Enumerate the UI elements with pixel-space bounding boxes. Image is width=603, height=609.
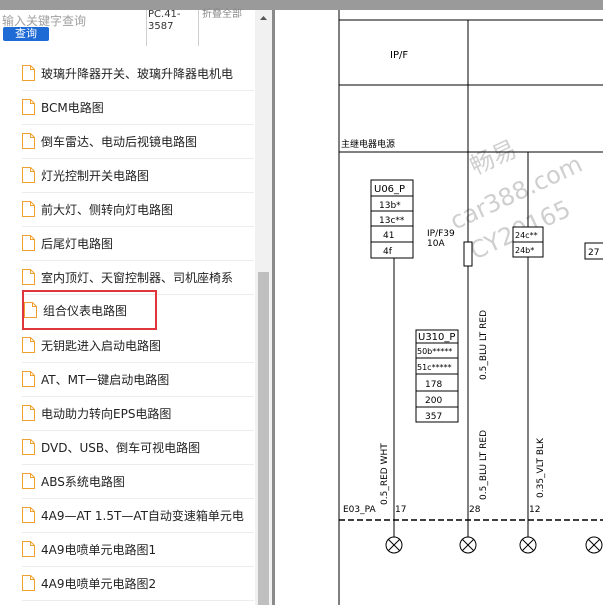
- tree-item-label: 电动助力转向EPS电路图: [41, 406, 172, 421]
- svg-text:4f: 4f: [383, 247, 393, 257]
- document-icon: [22, 473, 35, 489]
- tree-item[interactable]: 灯光控制开关电路图: [22, 158, 254, 193]
- svg-text:27: 27: [588, 248, 599, 258]
- tree-item[interactable]: 4A9电喷单元电路图1: [22, 532, 254, 567]
- sidebar-panel: [0, 10, 272, 605]
- tree-item-label: DVD、USB、倒车可视电路图: [41, 440, 201, 455]
- lamp-icon: [519, 520, 537, 554]
- sidebar-scrollbar-thumb[interactable]: [258, 272, 269, 605]
- window-top-bar: [0, 0, 603, 10]
- tree-item[interactable]: 后尾灯电路图: [22, 226, 254, 261]
- tree-item[interactable]: 4A9电喷单元电路图2: [22, 566, 254, 601]
- tree-item-label: 组合仪表电路图: [43, 303, 128, 318]
- svg-text:24b*: 24b*: [515, 246, 534, 255]
- svg-text:200: 200: [425, 396, 442, 406]
- lamp-icon: [459, 520, 477, 554]
- scroll-up-arrow-icon[interactable]: [255, 10, 272, 24]
- tree-item[interactable]: 电动助力转向EPS电路图: [22, 396, 254, 431]
- lamp-icon: [585, 536, 603, 554]
- collapse-all-button[interactable]: 折叠全部: [202, 9, 242, 20]
- tree-item[interactable]: 无钥匙进入启动电路图: [22, 328, 254, 363]
- svg-text:24c**: 24c**: [515, 231, 538, 240]
- tree-item[interactable]: BCM电路图: [22, 90, 254, 125]
- pin-number: 12: [529, 505, 540, 515]
- document-icon: [22, 235, 35, 251]
- wire-label: 0.5_BLU LT RED: [479, 310, 489, 380]
- document-icon: [22, 541, 35, 557]
- tree-item-label: 灯光控制开关电路图: [41, 168, 150, 183]
- document-icon: [22, 337, 35, 353]
- tree-item-label: 后尾灯电路图: [41, 236, 114, 251]
- svg-text:U06_P: U06_P: [374, 184, 405, 195]
- wiring-diagram: 畅易 car388.com CY20165 IP/F 主继电器电源 U06_P …: [338, 10, 603, 605]
- viewer-border: [272, 10, 275, 605]
- svg-text:51c*****: 51c*****: [417, 363, 452, 372]
- document-icon: [22, 201, 35, 217]
- document-icon: [22, 439, 35, 455]
- tree-item[interactable]: 玻璃升降器开关、玻璃升降器电机电: [22, 56, 254, 91]
- tree-item-label: 前大灯、侧转向灯电路图: [41, 202, 174, 217]
- tree-item-label: 玻璃升降器开关、玻璃升降器电机电: [41, 66, 234, 81]
- wire-label: 0.5_RED WHT: [380, 443, 390, 505]
- tree-item[interactable]: 室内顶灯、天窗控制器、司机座椅系: [22, 260, 254, 295]
- svg-text:IP/F39: IP/F39: [427, 229, 455, 239]
- u06-connector-box: U06_P 13b* 13c** 41 4f: [370, 179, 414, 259]
- svg-text:畅易: 畅易: [466, 135, 521, 181]
- tree-item[interactable]: 4A9—AT 1.5T—AT自动变速箱单元电: [22, 498, 254, 533]
- tree-item[interactable]: AT、MT一键启动电路图: [22, 362, 254, 397]
- svg-text:357: 357: [425, 412, 442, 422]
- document-icon: [22, 133, 35, 149]
- document-icon: [22, 167, 35, 183]
- tree-item[interactable]: 前大灯、侧转向灯电路图: [22, 192, 254, 227]
- search-input[interactable]: [2, 12, 142, 30]
- svg-text:41: 41: [383, 231, 394, 241]
- document-icon: [22, 99, 35, 115]
- header-divider: [146, 10, 147, 46]
- tree-item-label: 无钥匙进入启动电路图: [41, 338, 162, 353]
- wiring-diagram-viewer[interactable]: 畅易 car388.com CY20165 IP/F 主继电器电源 U06_P …: [275, 10, 603, 605]
- pc-code-label: PC.41-3587: [148, 9, 181, 32]
- tree-item[interactable]: 倒车雷达、电动后视镜电路图: [22, 124, 254, 159]
- tree-item-label: 4A9电喷单元电路图1: [41, 542, 157, 557]
- pin-number: 17: [395, 505, 406, 515]
- wire-label: 0.5_BLU LT RED: [479, 430, 489, 500]
- search-button[interactable]: 查询: [3, 27, 49, 41]
- connector-label: E03_PA: [343, 505, 376, 515]
- tree-item-label: AT、MT一键启动电路图: [41, 372, 170, 387]
- tree-item-label: 4A9电喷单元电路图2: [41, 576, 157, 591]
- svg-text:178: 178: [425, 380, 442, 390]
- ipf-connector-box: 24c** 24b*: [512, 226, 544, 258]
- connector-box-27: 27: [584, 242, 603, 260]
- tree-item-label: BCM电路图: [41, 100, 104, 115]
- svg-text:13c**: 13c**: [379, 216, 405, 226]
- lamp-icon: [385, 520, 403, 554]
- document-icon: [22, 575, 35, 591]
- tree-item-label: 4A9—AT 1.5T—AT自动变速箱单元电: [41, 508, 244, 523]
- wire-label: 0.35_VLT BLK: [536, 437, 546, 498]
- tree-item-label: ABS系统电路图: [41, 474, 125, 489]
- tree-item[interactable]: DVD、USB、倒车可视电路图: [22, 430, 254, 465]
- tree-item-label: 室内顶灯、天窗控制器、司机座椅系: [41, 270, 234, 285]
- fuse-ipf39: IP/F39 10A: [427, 229, 473, 267]
- svg-text:13b*: 13b*: [379, 201, 401, 211]
- document-icon: [22, 269, 35, 285]
- header-divider: [198, 10, 199, 46]
- tree-item-selected[interactable]: 组合仪表电路图: [22, 290, 157, 330]
- ipf-label: IP/F: [390, 50, 408, 61]
- document-icon: [22, 405, 35, 421]
- main-relay-label: 主继电器电源: [341, 138, 395, 150]
- pin-number: 28: [469, 505, 481, 515]
- document-icon: [22, 65, 35, 81]
- u310-connector-box: U310_P 50b***** 51c***** 178 200 357: [415, 329, 459, 423]
- svg-text:U310_P: U310_P: [418, 332, 455, 343]
- svg-text:10A: 10A: [427, 239, 445, 249]
- document-icon: [22, 507, 35, 523]
- tree-item[interactable]: ABS系统电路图: [22, 464, 254, 499]
- document-icon: [22, 371, 35, 387]
- tree-item-label: 倒车雷达、电动后视镜电路图: [41, 134, 198, 149]
- document-icon: [24, 302, 37, 318]
- svg-text:50b*****: 50b*****: [417, 347, 452, 356]
